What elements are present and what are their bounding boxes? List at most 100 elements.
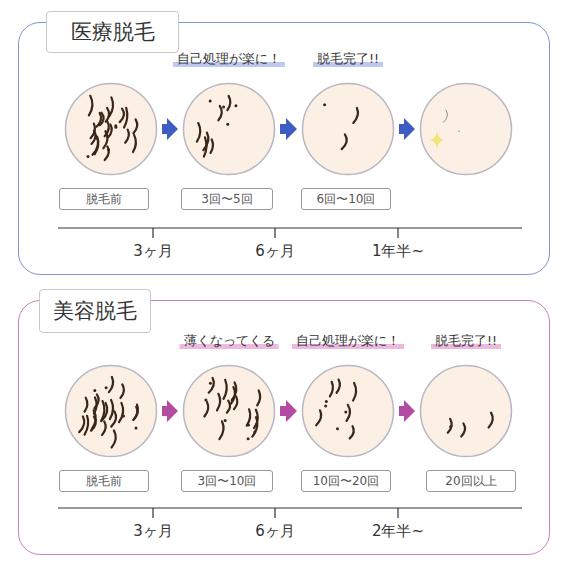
skin-circle: [303, 84, 394, 175]
count-box: 脱毛前: [59, 470, 149, 492]
hair: [89, 96, 93, 116]
follicle-dot: [253, 431, 256, 434]
block-arrow: [162, 118, 178, 140]
hair: [133, 135, 136, 152]
hair: [133, 405, 138, 420]
hair: [79, 417, 84, 433]
skin-illustration: [419, 364, 513, 458]
skin-illustration: [64, 364, 158, 458]
follicle-dot: [336, 427, 339, 430]
follicle-dot: [449, 425, 452, 428]
hair: [247, 409, 251, 425]
skin-circle: [184, 84, 275, 175]
hair: [203, 133, 208, 151]
panel-frame: 美容脱毛薄くなってくる自己処理が楽に！脱毛完了!!脱毛前3回〜10回10回〜20…: [18, 300, 550, 555]
hair: [209, 378, 214, 393]
hair: [461, 424, 465, 437]
hair: [124, 108, 127, 128]
hair: [105, 121, 109, 137]
skin-circle-node: 自己処理が楽に！: [182, 82, 276, 176]
skin-circle-node: 薄くなってくる: [182, 364, 276, 458]
follicle-dot: [107, 148, 110, 151]
follicle-dot: [105, 386, 108, 389]
follicle-dot: [458, 130, 460, 132]
hair: [257, 391, 260, 406]
hair: [347, 405, 350, 421]
panel-title: 美容脱毛: [39, 289, 151, 333]
panel-title: 医療脱毛: [46, 11, 179, 53]
hair: [120, 384, 124, 398]
follicle-dot: [344, 410, 347, 413]
hair: [197, 123, 200, 142]
hair: [211, 140, 213, 153]
skin-illustration: [301, 82, 395, 176]
hair: [134, 407, 138, 420]
follicle-dot: [87, 155, 90, 158]
skin-circle-node: [64, 82, 158, 176]
skin-circle-node: 脱毛完了!!: [419, 364, 513, 458]
stage-caption: 脱毛完了!!: [431, 333, 501, 349]
hair: [330, 382, 333, 397]
box-text: 20回以上: [445, 473, 496, 490]
skin-circle: [66, 84, 157, 175]
hair: [204, 402, 208, 417]
stage-caption: 薄くなってくる: [180, 333, 279, 349]
follicle-dot: [247, 437, 250, 440]
hair: [448, 419, 452, 433]
count-box: 3回〜5回: [181, 188, 273, 210]
follicle-dot: [234, 104, 237, 107]
block-arrow: [162, 400, 178, 422]
skin-circle-node: [64, 364, 158, 458]
follicle-dot: [222, 106, 225, 109]
box-text: 3回〜10回: [198, 473, 257, 490]
follicle-dot: [323, 103, 326, 106]
skin-circle: [66, 366, 157, 457]
follicle-dot: [135, 426, 138, 429]
hair: [109, 377, 113, 392]
skin-illustration: [182, 82, 276, 176]
follicle-dot: [247, 424, 250, 427]
hair: [91, 124, 95, 139]
skin-circle: [303, 366, 394, 457]
block-arrow: [399, 118, 415, 140]
timeline-label: 6ヶ月: [255, 522, 295, 541]
box-text: 脱毛前: [86, 473, 122, 490]
hair: [224, 380, 227, 399]
hair: [218, 106, 221, 120]
box-text: 10回〜20回: [313, 473, 380, 490]
hair: [231, 387, 235, 404]
sparkle: [430, 131, 444, 149]
skin-circle-node: 自己処理が楽に！: [301, 364, 395, 458]
hair: [337, 380, 340, 393]
hair: [353, 383, 356, 401]
box-text: 6回〜10回: [317, 191, 376, 208]
skin-illustration: [182, 364, 276, 458]
skin-illustration: [64, 82, 158, 176]
count-box: 6回〜10回: [301, 188, 391, 210]
skin-circle: [184, 366, 275, 457]
hair: [219, 421, 223, 439]
hair: [227, 401, 230, 413]
hair: [93, 136, 99, 155]
stage-caption: 自己処理が楽に！: [173, 51, 285, 67]
hair: [120, 109, 124, 122]
timeline-label: 3ヶ月: [133, 242, 173, 261]
skin-illustration: [301, 364, 395, 458]
hair: [85, 398, 88, 412]
follicle-dot: [226, 123, 229, 126]
skin-circle-node: [419, 82, 513, 176]
hair: [85, 416, 89, 435]
hair: [217, 394, 220, 411]
follicle-dot: [204, 399, 207, 402]
hair: [350, 426, 354, 438]
timeline-label: 1年半~: [372, 242, 424, 261]
follicle-dot: [325, 400, 328, 403]
follicle-dot: [122, 414, 125, 417]
follicle-dot: [93, 389, 96, 392]
hair: [125, 130, 129, 143]
hair: [106, 108, 109, 122]
hair: [101, 401, 104, 421]
hair: [102, 422, 106, 435]
count-box: 脱毛前: [59, 188, 149, 210]
